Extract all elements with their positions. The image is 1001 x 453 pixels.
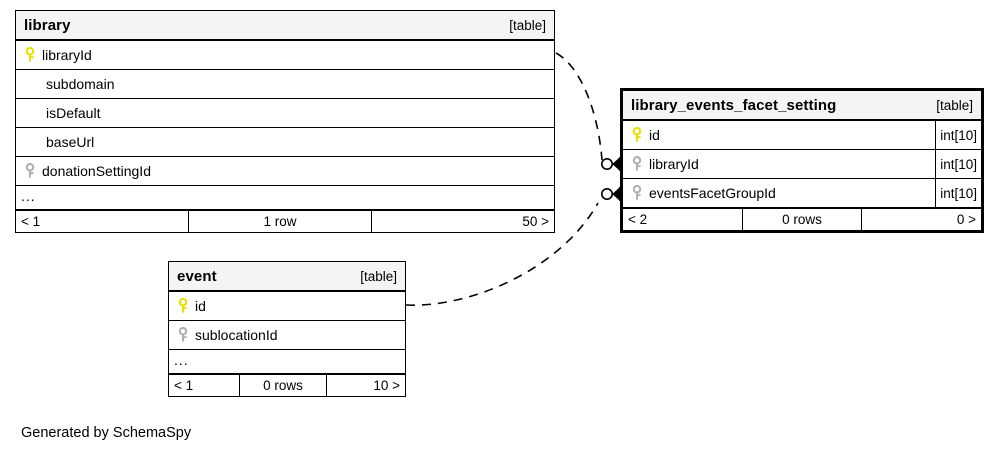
column-row-id[interactable]: id int[10] [623, 121, 981, 150]
column-name: donationSettingId [42, 163, 151, 179]
table-facet-setting-title: library_events_facet_setting [631, 96, 837, 114]
foreign-key-icon [629, 185, 645, 201]
column-row-sublocationId[interactable]: sublocationId [169, 321, 405, 350]
primary-key-icon [175, 298, 191, 314]
footer-row-count: 0 rows [742, 209, 861, 230]
table-facet-setting-header: library_events_facet_setting [table] [623, 91, 981, 121]
footer-children-count[interactable]: 50 > [371, 211, 554, 232]
cardinality-zero-circle [600, 188, 613, 201]
relationship-line [555, 52, 603, 161]
table-facet-setting-tag: [table] [936, 97, 973, 113]
foreign-key-icon [175, 327, 191, 343]
generated-by-credit: Generated by SchemaSpy [21, 425, 192, 441]
footer-parents-count[interactable]: < 1 [21, 214, 41, 229]
column-type: int[10] [935, 179, 981, 207]
column-name: libraryId [649, 156, 699, 172]
column-row-isDefault[interactable]: isDefault [16, 99, 554, 128]
more-columns-text: ... [21, 188, 36, 204]
column-name: sublocationId [195, 327, 278, 343]
footer-children-count[interactable]: 0 > [861, 209, 981, 230]
table-event-footer: < 1 0 rows 10 > [169, 374, 405, 396]
foreign-key-icon [629, 156, 645, 172]
column-name: isDefault [46, 105, 101, 121]
primary-key-icon [22, 47, 38, 63]
column-row-libraryId[interactable]: libraryId int[10] [623, 150, 981, 179]
column-row-libraryId[interactable]: libraryId [16, 41, 554, 70]
table-library-header: library [table] [16, 11, 554, 41]
foreign-key-icon [22, 163, 38, 179]
table-library[interactable]: library [table] libraryId subdomain isDe… [15, 10, 555, 233]
column-name: subdomain [46, 76, 115, 92]
table-event-header: event [table] [169, 262, 405, 292]
column-row-subdomain[interactable]: subdomain [16, 70, 554, 99]
more-columns-text: ... [174, 352, 189, 368]
table-event-title: event [177, 267, 217, 285]
column-row-donationSettingId[interactable]: donationSettingId [16, 157, 554, 186]
footer-row-count: 0 rows [239, 375, 326, 396]
table-library-tag: [table] [509, 17, 546, 33]
footer-row-count: 1 row [188, 211, 371, 232]
table-event[interactable]: event [table] id sublocationId [168, 261, 406, 397]
column-row-eventsFacetGroupId[interactable]: eventsFacetGroupId int[10] [623, 179, 981, 208]
table-library-footer: < 1 1 row 50 > [16, 210, 554, 232]
relationship-library-to-facet-setting [555, 52, 621, 171]
primary-key-icon [629, 127, 645, 143]
footer-parents-count[interactable]: < 2 [628, 212, 648, 227]
cardinality-many-crowfoot [612, 157, 620, 171]
table-event-tag: [table] [360, 268, 397, 284]
column-name: libraryId [42, 47, 92, 63]
table-facet-setting-footer: < 2 0 rows 0 > [623, 208, 981, 230]
column-name: baseUrl [46, 134, 95, 150]
column-row-id[interactable]: id [169, 292, 405, 321]
footer-parents-count[interactable]: < 1 [174, 378, 194, 393]
cardinality-many-crowfoot [612, 187, 620, 201]
column-name: id [649, 127, 660, 143]
footer-children-count[interactable]: 10 > [326, 375, 405, 396]
more-columns-indicator: ... [169, 350, 405, 374]
column-row-baseUrl[interactable]: baseUrl [16, 128, 554, 157]
more-columns-indicator: ... [16, 186, 554, 210]
table-library-title: library [24, 16, 71, 34]
column-name: id [195, 298, 206, 314]
column-name: eventsFacetGroupId [649, 185, 776, 201]
table-library-events-facet-setting[interactable]: library_events_facet_setting [table] id … [620, 88, 984, 233]
column-type: int[10] [935, 150, 981, 178]
column-type: int[10] [935, 121, 981, 149]
cardinality-zero-circle [600, 158, 613, 171]
